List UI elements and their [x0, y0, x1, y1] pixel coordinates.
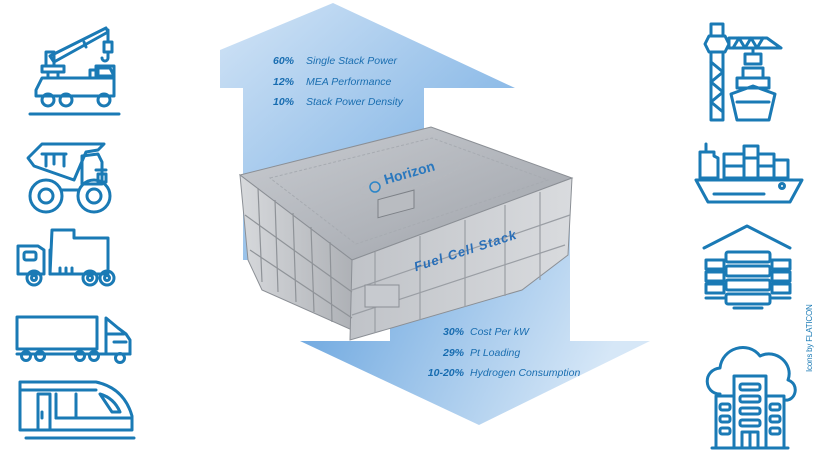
high-speed-train-icon: [18, 380, 136, 440]
cargo-ship-icon: [694, 142, 804, 204]
icon-credit: Icons by FLATICON: [805, 304, 814, 372]
metric-row: 30% Cost Per kW: [409, 322, 580, 343]
decrease-metrics: 30% Cost Per kW 29% Pt Loading 10-20% Hy…: [409, 322, 581, 384]
metric-label: Pt Loading: [470, 346, 521, 359]
metric-row: 60% Single Stack Power: [273, 51, 403, 72]
port-crane-ship-icon: [703, 22, 783, 122]
metric-value: 60%: [273, 55, 295, 68]
metric-value: 12%: [273, 75, 295, 88]
metric-row: 29% Pt Loading: [409, 343, 580, 364]
metric-value: 30%: [442, 326, 464, 339]
increase-metrics: 60% Single Stack Power 12% MEA Performan…: [273, 51, 403, 113]
mining-dump-truck-icon: [26, 142, 112, 214]
semi-truck-icon: [15, 315, 132, 364]
dump-truck-icon: [16, 228, 116, 287]
metric-label: Single Stack Power: [306, 55, 398, 68]
metric-row: 10% Stack Power Density: [273, 92, 403, 113]
metric-label: Cost Per kW: [470, 326, 529, 339]
metric-label: MEA Performance: [306, 75, 392, 88]
metric-label: Stack Power Density: [306, 96, 403, 109]
data-center-icon: [702, 224, 792, 310]
metric-row: 12% MEA Performance: [273, 72, 403, 93]
crane-truck-icon: [28, 26, 121, 116]
metric-value: 10-20%: [427, 367, 464, 380]
metric-row: 10-20% Hydrogen Consumption: [409, 363, 581, 384]
metric-value: 29%: [442, 346, 464, 359]
metric-label: Hydrogen Consumption: [470, 367, 581, 380]
cloud-building-icon: [705, 346, 797, 450]
metric-value: 10%: [273, 96, 295, 109]
